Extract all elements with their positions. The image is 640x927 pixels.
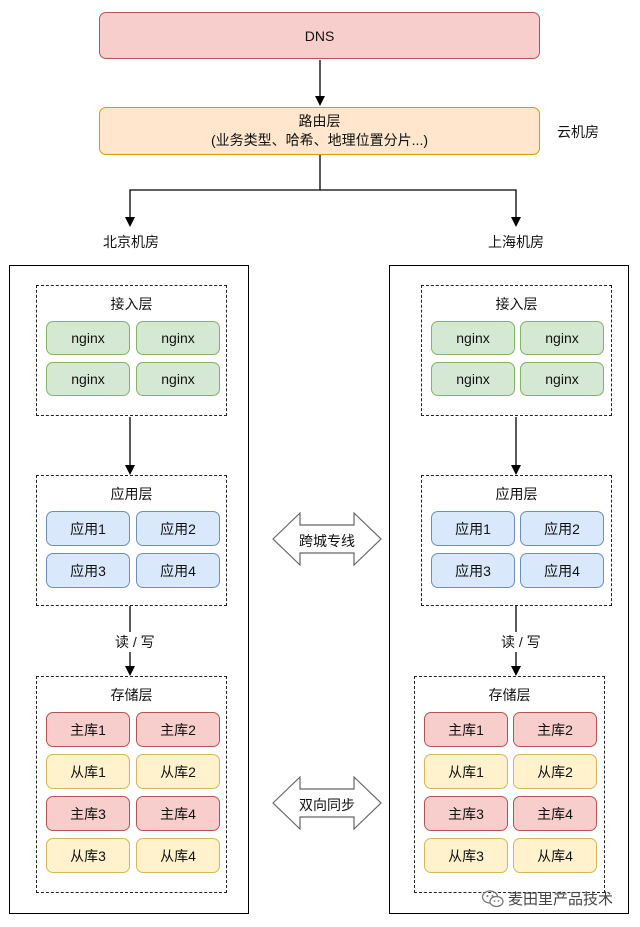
app-node: 应用3 xyxy=(46,553,130,588)
master-db-node: 主库1 xyxy=(424,712,508,747)
access-layer-title: 接入层 xyxy=(110,296,153,312)
app-node: 应用1 xyxy=(46,511,130,546)
beijing-datacenter-label: 北京机房 xyxy=(103,234,159,250)
storage-layer-title: 存储层 xyxy=(110,687,153,703)
nginx-node: nginx xyxy=(431,321,515,355)
storage-layer-title: 存储层 xyxy=(488,687,531,703)
slave-db-node: 从库1 xyxy=(46,754,130,789)
watermark-text: 麦田里产品技术 xyxy=(508,891,614,908)
slave-db-node: 从库3 xyxy=(424,838,508,873)
bidirectional-sync-label: 双向同步 xyxy=(299,797,355,813)
double-arrow-cross-city xyxy=(272,511,382,567)
nginx-node: nginx xyxy=(520,362,604,396)
beijing-app-layer: 应用层 xyxy=(36,475,227,606)
nginx-node: nginx xyxy=(520,321,604,355)
app-node: 应用1 xyxy=(431,511,515,546)
shanghai-storage-layer: 存储层 xyxy=(414,676,605,893)
slave-db-node: 从库2 xyxy=(136,754,220,789)
app-node: 应用2 xyxy=(136,511,220,546)
beijing-storage-layer: 存储层 xyxy=(36,676,227,893)
nginx-node: nginx xyxy=(431,362,515,396)
nginx-node: nginx xyxy=(136,362,220,396)
read-write-label: 读 / 写 xyxy=(113,632,157,652)
beijing-datacenter xyxy=(9,265,249,914)
master-db-node: 主库2 xyxy=(136,712,220,747)
app-layer-title: 应用层 xyxy=(495,486,538,502)
slave-db-node: 从库2 xyxy=(513,754,597,789)
master-db-node: 主库1 xyxy=(46,712,130,747)
cloud-datacenter-label: 云机房 xyxy=(557,124,599,140)
nginx-node: nginx xyxy=(46,321,130,355)
nginx-node: nginx xyxy=(136,321,220,355)
app-node: 应用2 xyxy=(520,511,604,546)
app-node: 应用3 xyxy=(431,553,515,588)
shanghai-datacenter-label: 上海机房 xyxy=(488,234,544,250)
shanghai-datacenter xyxy=(389,265,629,914)
access-layer-title: 接入层 xyxy=(495,296,538,312)
shanghai-app-layer: 应用层 xyxy=(421,475,612,606)
cross-city-label: 跨城专线 xyxy=(299,533,355,549)
master-db-node: 主库4 xyxy=(136,796,220,831)
master-db-node: 主库3 xyxy=(46,796,130,831)
shanghai-access-layer: 接入层 xyxy=(421,285,612,416)
routing-subtitle: (业务类型、哈希、地理位置分片...) xyxy=(211,132,428,148)
dns-label: DNS xyxy=(304,27,335,44)
app-node: 应用4 xyxy=(520,553,604,588)
master-db-node: 主库2 xyxy=(513,712,597,747)
routing-layer: 路由层 (业务类型、哈希、地理位置分片...) xyxy=(99,107,540,155)
double-arrow-bidirectional-sync xyxy=(272,775,382,831)
slave-db-node: 从库4 xyxy=(136,838,220,873)
dns-node: DNS xyxy=(99,12,540,59)
beijing-access-layer: 接入层 xyxy=(36,285,227,416)
app-node: 应用4 xyxy=(136,553,220,588)
read-write-label: 读 / 写 xyxy=(499,632,543,652)
slave-db-node: 从库4 xyxy=(513,838,597,873)
master-db-node: 主库3 xyxy=(424,796,508,831)
routing-title: 路由层 xyxy=(298,113,341,129)
arrow-routing-to-beijing xyxy=(125,155,321,227)
slave-db-node: 从库1 xyxy=(424,754,508,789)
master-db-node: 主库4 xyxy=(513,796,597,831)
nginx-node: nginx xyxy=(46,362,130,396)
slave-db-node: 从库3 xyxy=(46,838,130,873)
wechat-icon xyxy=(482,889,504,907)
app-layer-title: 应用层 xyxy=(110,486,153,502)
arrow-routing-to-shanghai xyxy=(320,189,521,227)
watermark: 麦田里产品技术 xyxy=(482,888,613,909)
